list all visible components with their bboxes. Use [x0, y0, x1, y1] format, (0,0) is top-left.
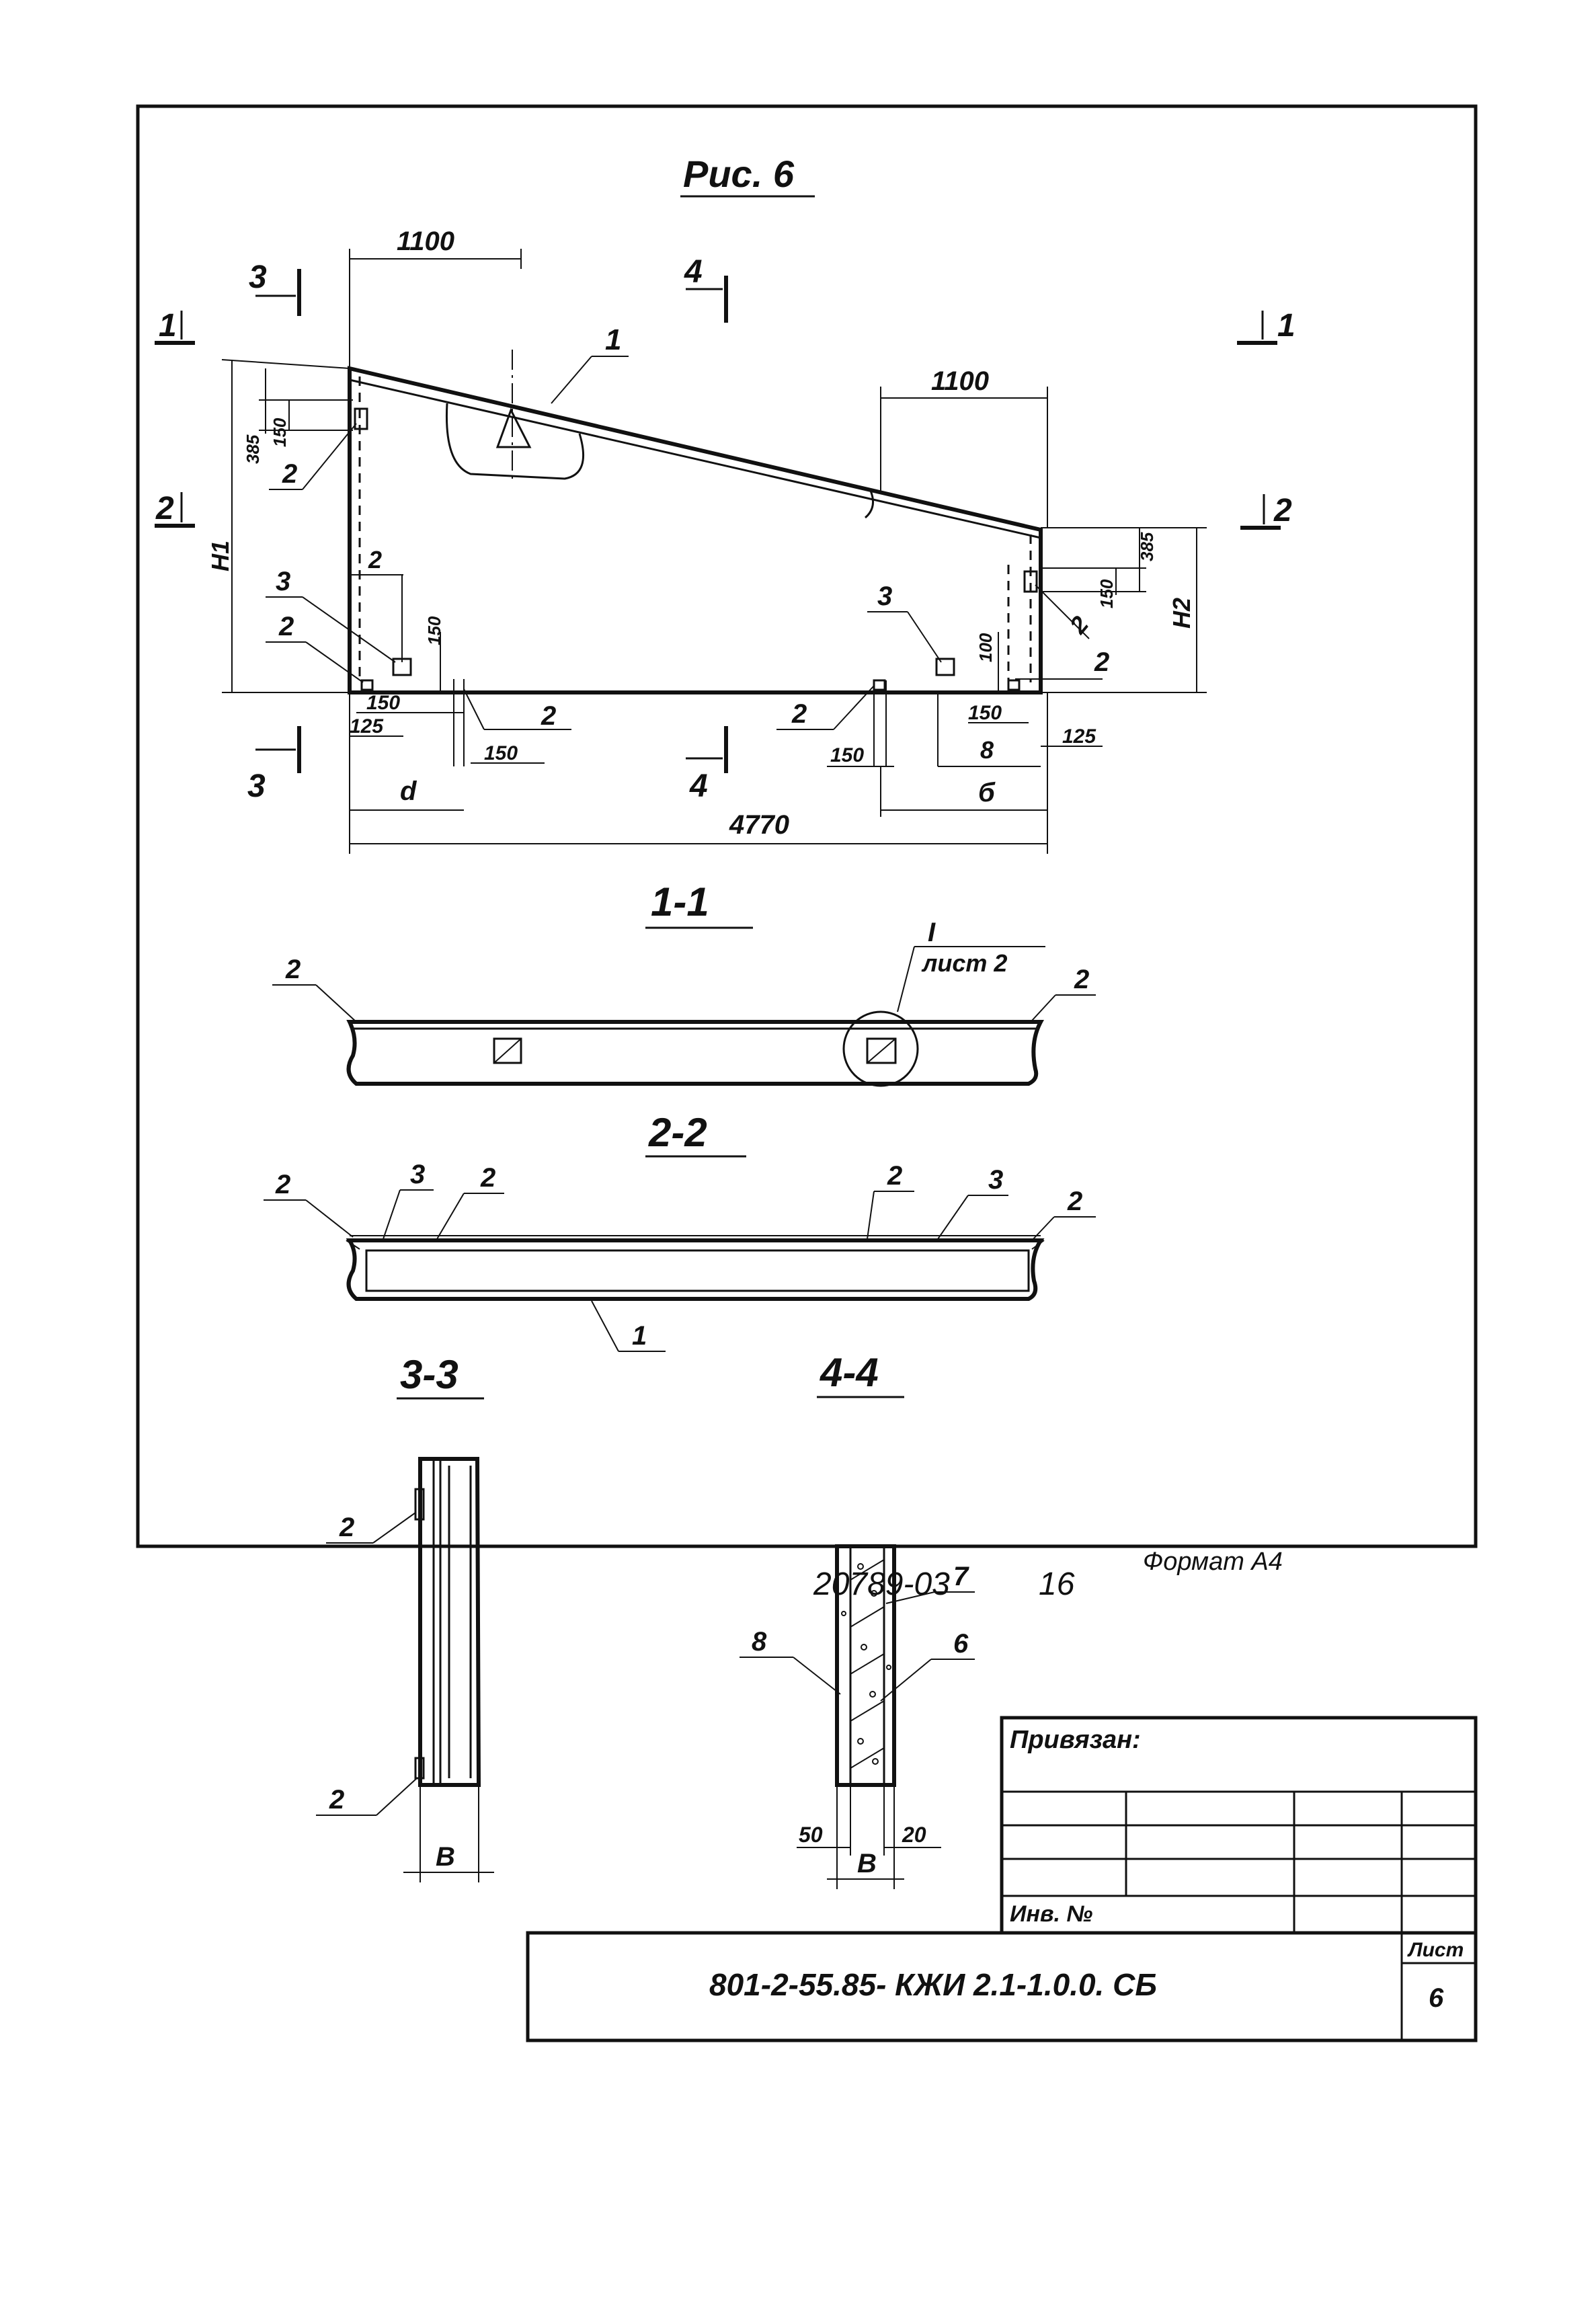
callout-2-right-top: 2 — [1064, 610, 1094, 639]
section-mark-3-bottom: 3 — [247, 768, 266, 804]
detail-ref-sheet: лист 2 — [921, 949, 1007, 977]
callout-2-left-bottom: 2 — [278, 612, 294, 641]
figure-title: Рис. 6 — [683, 153, 795, 195]
callout-2-bottom-mid: 2 — [791, 699, 807, 729]
dim-r-100: 100 — [975, 633, 996, 662]
section-1-1-callout-left: 2 — [285, 955, 301, 984]
dim-total: 4770 — [729, 810, 789, 840]
callout-3-left: 3 — [276, 567, 290, 596]
footer-doc-number: 20789-03 — [813, 1566, 950, 1602]
section-mark-1-left: 1 — [159, 308, 177, 344]
section-4-4-callout-8: 8 — [752, 1627, 767, 1657]
dim-b: б — [978, 778, 996, 807]
section-1-1: 1-1 I лист 2 2 2 — [272, 879, 1096, 1087]
section-2-2-callout-1: 1 — [632, 1321, 647, 1351]
section-2-2-callout-2a: 2 — [275, 1170, 290, 1199]
section-mark-4-bottom: 4 — [689, 768, 708, 804]
section-4-4-dim-50: 50 — [799, 1823, 823, 1847]
dim-h2: H2 — [1168, 598, 1195, 629]
dim-right-385: 385 — [1137, 532, 1157, 561]
section-1-1-title: 1-1 — [651, 879, 709, 924]
dim-bl-150: 150 — [366, 692, 400, 714]
dim-right-150: 150 — [1096, 579, 1117, 608]
section-mark-2-left: 2 — [155, 491, 174, 526]
footer-page: 16 — [1039, 1566, 1075, 1602]
section-2-2-callout-2d: 2 — [1067, 1187, 1082, 1216]
section-4-4-callout-6: 6 — [953, 1629, 969, 1659]
dim-r-150: 150 — [968, 702, 1002, 724]
panel-elevation: 1100 1100 H1 385 150 H2 385 150 2 — [155, 227, 1295, 854]
section-2-2-callout-2b: 2 — [480, 1163, 495, 1193]
section-mark-3-top: 3 — [249, 260, 267, 295]
section-2-2: 2-2 2 3 2 2 3 2 1 — [264, 1110, 1096, 1352]
section-4-4-title: 4-4 — [820, 1350, 879, 1395]
callout-2-right-bottom: 2 — [1094, 647, 1109, 677]
section-3-3-dim-b: В — [436, 1842, 455, 1872]
insert-3-right — [935, 658, 955, 676]
section-4-4-dim-20: 20 — [902, 1823, 926, 1847]
dim-b-150: 150 — [484, 742, 518, 764]
section-3-3-callout-bottom: 2 — [329, 1785, 344, 1815]
section-4-4: 4-4 7 8 6 50 20 В — [740, 1350, 975, 1889]
footer: 20789-03 16 Формат А4 — [813, 1548, 1283, 1602]
dim-d: d — [400, 777, 417, 806]
title-block-sheet-label: Лист — [1407, 1939, 1464, 1961]
title-block-sheet-number: 6 — [1429, 1983, 1444, 2013]
layered-wall-section — [835, 1544, 896, 1787]
dim-r-125: 125 — [1062, 725, 1096, 748]
panel-outline — [348, 366, 1043, 694]
dim-bl-150-vertical: 150 — [424, 616, 444, 645]
lifting-loop — [445, 403, 585, 480]
footer-format: Формат А4 — [1143, 1548, 1283, 1576]
section-2-2-callout-2c: 2 — [887, 1161, 902, 1191]
callout-2-bottom-left: 2 — [541, 701, 556, 731]
dim-left-150: 150 — [270, 417, 290, 447]
section-3-3-title: 3-3 — [400, 1352, 458, 1397]
dim-top-left: 1100 — [397, 227, 454, 256]
dim-bl-125: 125 — [350, 715, 384, 738]
dim-v: 8 — [980, 736, 994, 764]
section-mark-4-top: 4 — [684, 254, 703, 290]
callout-2-left-top: 2 — [282, 459, 297, 489]
section-2-2-callout-3b: 3 — [988, 1165, 1003, 1195]
detail-circle-I — [842, 1010, 919, 1087]
dim-bl-2: 2 — [368, 546, 382, 573]
section-mark-2-right: 2 — [1273, 493, 1292, 528]
embed-plate-left-top — [354, 407, 368, 430]
dim-h1: H1 — [206, 541, 234, 571]
title-block-inv-label: Инв. № — [1010, 1901, 1092, 1927]
section-2-2-callout-3a: 3 — [410, 1160, 425, 1189]
section-4-4-callout-7: 7 — [953, 1562, 969, 1591]
dim-left-385: 385 — [243, 434, 263, 464]
callout-3-right: 3 — [877, 582, 892, 611]
title-block-bound-label: Привязан: — [1010, 1726, 1141, 1754]
section-3-3: 3-3 2 2 В — [316, 1352, 494, 1882]
dim-mid-150: 150 — [830, 744, 864, 766]
section-mark-1-right: 1 — [1277, 308, 1295, 344]
callout-1: 1 — [605, 323, 621, 356]
detail-ref-roman: I — [928, 918, 936, 947]
title-block: Привязан: Инв. № 801-2-55.85- КЖИ 2.1-1.… — [526, 1716, 1478, 2042]
dim-top-right: 1100 — [931, 366, 989, 396]
title-block-doc-code: 801-2-55.85- КЖИ 2.1-1.0.0. СБ — [709, 1967, 1157, 2002]
section-3-3-callout-top: 2 — [339, 1513, 354, 1542]
embed-plate-right-top — [1023, 570, 1038, 593]
section-4-4-dim-b: В — [857, 1849, 877, 1878]
drawing-frame — [136, 104, 1478, 1548]
section-1-1-callout-right: 2 — [1074, 965, 1089, 994]
section-2-2-title: 2-2 — [648, 1110, 707, 1155]
